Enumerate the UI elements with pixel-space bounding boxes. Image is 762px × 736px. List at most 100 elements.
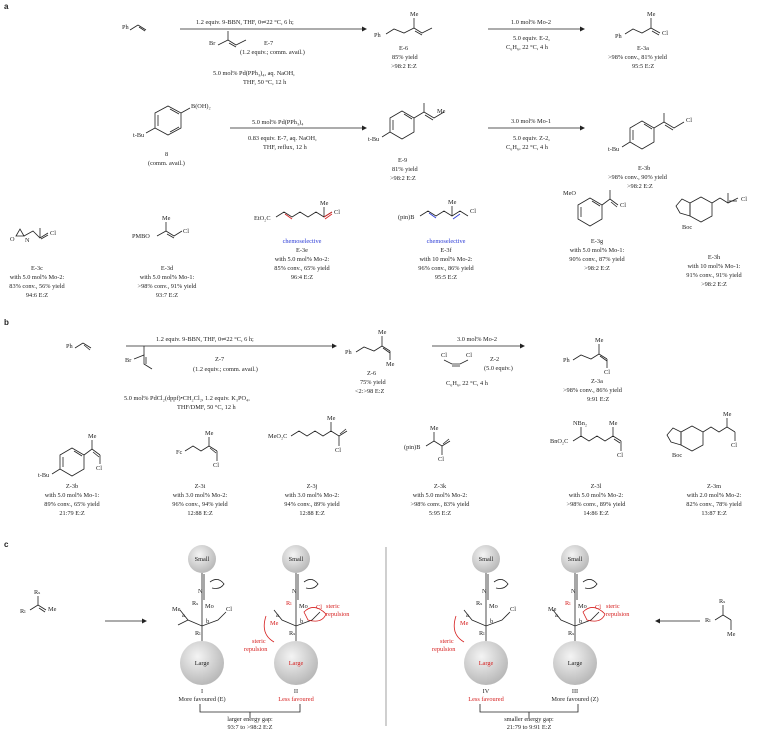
c-right-rl: Rₗ bbox=[705, 617, 711, 624]
e3g-cl: Cl bbox=[620, 202, 626, 209]
e3f-tag: chemoselective bbox=[426, 238, 466, 245]
z6-name: Z-6 bbox=[367, 370, 377, 377]
benzene-8 bbox=[145, 105, 191, 136]
z6-me2: Me bbox=[386, 361, 395, 368]
IV-rl: Rₗ bbox=[479, 630, 485, 637]
II-rs: Rₛ bbox=[289, 630, 296, 637]
8-num: 8 bbox=[165, 151, 169, 158]
z7-name: Z-7 bbox=[215, 356, 225, 363]
arrow-a2-below1: 5.0 equiv. E-2, bbox=[513, 35, 550, 42]
panel-label-a: a bbox=[4, 2, 9, 11]
I-cl: Cl bbox=[226, 606, 232, 613]
z6-ez: <2:>98 E:Z bbox=[355, 388, 385, 395]
label-small-IV: Small bbox=[478, 556, 494, 563]
z3i-cl: Cl bbox=[213, 462, 219, 469]
e3f-name: E-3f bbox=[440, 247, 452, 254]
arrow-a2-below2: C₆H₆, 22 °C, 4 h bbox=[506, 44, 548, 51]
e3b-tbu: t-Bu bbox=[608, 146, 620, 153]
z3i-fc: Fc bbox=[176, 449, 183, 456]
b-styrene-ph: Ph bbox=[66, 343, 73, 350]
arrow-a4-above: 3.0 mol% Mo-1 bbox=[511, 118, 552, 125]
arrow-a1-below2: THF, 50 °C, 12 h bbox=[243, 79, 287, 86]
III-n: N bbox=[571, 588, 576, 595]
e3d-name: E-3d bbox=[160, 265, 174, 272]
z3m-name: Z-3m bbox=[707, 483, 721, 490]
z3i-l1: with 3.0 mol% Mo-2: bbox=[172, 492, 228, 499]
e6-ph: Ph bbox=[374, 32, 381, 39]
III-me: Me bbox=[548, 606, 557, 613]
III-rl: Rₗ bbox=[565, 600, 571, 607]
c-right-me: Me bbox=[727, 631, 736, 638]
e3f-pinb: (pin)B bbox=[398, 214, 415, 221]
e9-me: Me bbox=[437, 108, 446, 115]
e3e-l2: 85% conv., 65% yield bbox=[274, 265, 330, 272]
z3a-conv: >98% conv., 86% yield bbox=[563, 387, 622, 394]
e3g-l1: with 5.0 mol% Mo-1: bbox=[569, 247, 625, 254]
II-steric-right: steric bbox=[326, 603, 340, 610]
e3d-l1: with 5.0 mol% Mo-1: bbox=[139, 274, 195, 281]
e3h-l3: >98:2 E:Z bbox=[701, 281, 727, 288]
sphere-large-I bbox=[180, 641, 224, 685]
arrow-a2-above: 1.0 mol% Mo-2 bbox=[511, 19, 552, 26]
z2-cl1: Cl bbox=[441, 352, 447, 359]
8-tbu: t-Bu bbox=[133, 132, 145, 139]
label-large-IV: Large bbox=[478, 660, 494, 667]
label-small-III: Small bbox=[567, 556, 583, 563]
e3f-l2: 96% conv., 86% yield bbox=[418, 265, 474, 272]
gap-left-1: larger energy gap: bbox=[227, 716, 273, 723]
z3l-me: Me bbox=[609, 420, 618, 427]
II-me: Me bbox=[270, 620, 279, 627]
z3l-nbn2: NBn₂ bbox=[573, 420, 588, 427]
IV-a: a bbox=[466, 612, 469, 619]
label-small-I: Small bbox=[194, 556, 210, 563]
II-a: a bbox=[276, 612, 279, 619]
III-steric: steric bbox=[606, 603, 620, 610]
e3e-l1: with 5.0 mol% Mo-2: bbox=[274, 256, 330, 263]
e9-name: E-9 bbox=[398, 157, 408, 164]
II-steric-left: steric bbox=[252, 638, 266, 645]
arrow-b2-above: 3.0 mol% Mo-2 bbox=[457, 336, 498, 343]
II-label: Less favoured bbox=[278, 696, 314, 703]
sphere-large-III bbox=[553, 641, 597, 685]
II-rl: Rₗ bbox=[286, 600, 292, 607]
e3f-l1: with 10 mol% Mo-2: bbox=[419, 256, 473, 263]
IV-b: b bbox=[490, 618, 494, 625]
I-mo: Mo bbox=[205, 603, 214, 610]
e3c-name: E-3c bbox=[31, 265, 43, 272]
e3a-name: E-3a bbox=[637, 45, 649, 52]
IV-n: N bbox=[482, 588, 487, 595]
z3l-l2: >98% conv., 89% yield bbox=[566, 501, 626, 508]
z3k-l1: with 5.0 mol% Mo-2: bbox=[412, 492, 468, 499]
z3b-name: Z-3b bbox=[65, 483, 79, 490]
e3h-l1: with 10 mol% Mo-1: bbox=[687, 263, 741, 270]
e7-note: (1.2 equiv.; comm. avail.) bbox=[240, 49, 305, 56]
III-label: More favoured (Z) bbox=[551, 696, 599, 703]
IV-repulsion: repulsion bbox=[432, 646, 456, 653]
c-right-rs: Rₛ bbox=[719, 598, 726, 605]
z3j-meo2c: MeO₂C bbox=[268, 433, 288, 440]
gap-right-2: 21:79 to 9:91 E:Z bbox=[506, 724, 552, 731]
e6-me: Me bbox=[410, 11, 419, 18]
z3j-l1: with 3.0 mol% Mo-2: bbox=[284, 492, 340, 499]
I-label: More favoured (E) bbox=[178, 696, 226, 703]
sphere-small-IV bbox=[472, 545, 500, 573]
z3i-me: Me bbox=[205, 430, 214, 437]
z3m-l1: with 2.0 mol% Mo-2: bbox=[686, 492, 742, 499]
arrow-a3-below1: 0.83 equiv. E-7, aq. NaOH, bbox=[248, 135, 317, 142]
z2-name: Z-2 bbox=[490, 356, 500, 363]
e6-yield: 85% yield bbox=[392, 54, 418, 61]
e3g-l3: >98:2 E:Z bbox=[584, 265, 610, 272]
e6-name: E-6 bbox=[399, 45, 409, 52]
e3e-cl: Cl bbox=[334, 209, 340, 216]
z3m-boc: Boc bbox=[672, 452, 683, 459]
z3m-l2: 82% conv., 78% yield bbox=[686, 501, 742, 508]
z7-br: Br bbox=[125, 357, 132, 364]
z3l-cl: Cl bbox=[617, 452, 623, 459]
sphere-small-II bbox=[282, 545, 310, 573]
III-mo: Mo bbox=[578, 603, 587, 610]
z3k-me: Me bbox=[430, 425, 439, 432]
e3d-pmbo: PMBO bbox=[132, 233, 150, 240]
styrene-ph: Ph bbox=[122, 24, 129, 31]
e3a-ph: Ph bbox=[615, 33, 622, 40]
z6-ph: Ph bbox=[345, 349, 352, 356]
